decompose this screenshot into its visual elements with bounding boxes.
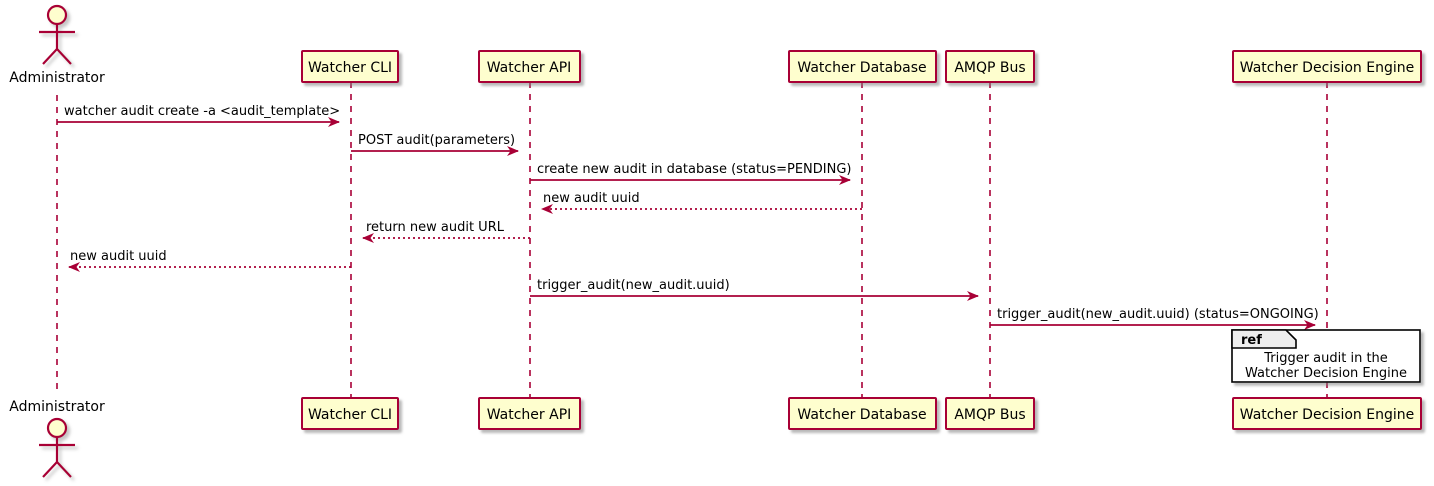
message-label-1: watcher audit create -a <audit_template>	[64, 104, 340, 119]
participant-box-watcher-cli-top	[301, 50, 399, 83]
participant-label-watcher-cli-bottom: Watcher CLI	[308, 407, 392, 423]
participant-watcher-cli-bottom[interactable]: Watcher CLI	[301, 397, 399, 430]
participant-box-watcher-database-top	[788, 50, 937, 83]
participant-label-watcher-cli-top: Watcher CLI	[308, 60, 392, 76]
actor-administrator-bottom[interactable]: Administrator	[9, 399, 105, 478]
message-label-3: create new audit in database (status=PEN…	[537, 162, 852, 177]
ref-fragment-tag-label: ref	[1241, 333, 1262, 348]
participant-box-watcher-decision-engine-top	[1232, 50, 1422, 83]
participant-label-amqp-bus-top: AMQP Bus	[954, 60, 1025, 76]
ref-fragment[interactable]: ref Trigger audit in the Watcher Decisio…	[1231, 329, 1421, 383]
participant-watcher-cli-top[interactable]: Watcher CLI	[301, 50, 399, 83]
participant-watcher-decision-engine-top[interactable]: Watcher Decision Engine	[1232, 50, 1422, 83]
participant-label-watcher-database-bottom: Watcher Database	[797, 407, 926, 423]
participant-watcher-api-bottom[interactable]: Watcher API	[478, 397, 581, 430]
message-5[interactable]: return new audit URL	[362, 220, 530, 243]
message-1[interactable]: watcher audit create -a <audit_template>	[57, 104, 340, 127]
message-6[interactable]: new audit uuid	[68, 249, 351, 272]
participant-box-watcher-decision-engine-bottom	[1232, 397, 1422, 430]
participant-box-watcher-api-bottom	[478, 397, 581, 430]
message-label-7: trigger_audit(new_audit.uuid)	[537, 278, 730, 293]
message-8[interactable]: trigger_audit(new_audit.uuid) (status=ON…	[990, 307, 1319, 330]
participant-box-amqp-bus-top	[945, 50, 1035, 83]
participant-box-watcher-database-bottom	[788, 397, 937, 430]
participant-box-amqp-bus-bottom	[945, 397, 1035, 430]
ref-fragment-line-2: Watcher Decision Engine	[1245, 366, 1407, 381]
participant-label-watcher-decision-engine-bottom: Watcher Decision Engine	[1240, 407, 1414, 423]
participant-label-watcher-api-bottom: Watcher API	[487, 407, 572, 423]
participant-watcher-decision-engine-bottom[interactable]: Watcher Decision Engine	[1232, 397, 1422, 430]
actor-stick-figure-icon-bottom	[39, 417, 75, 478]
participant-label-watcher-database-top: Watcher Database	[797, 60, 926, 76]
ref-fragment-tag-shape	[1231, 329, 1297, 349]
participant-box-watcher-api-top	[478, 50, 581, 83]
message-label-5: return new audit URL	[366, 220, 505, 235]
message-label-8: trigger_audit(new_audit.uuid) (status=ON…	[997, 307, 1319, 322]
message-7[interactable]: trigger_audit(new_audit.uuid)	[530, 278, 979, 301]
message-label-2: POST audit(parameters)	[358, 133, 515, 148]
participant-label-amqp-bus-bottom: AMQP Bus	[954, 407, 1025, 423]
participant-label-watcher-decision-engine-top: Watcher Decision Engine	[1240, 60, 1414, 76]
participant-watcher-database-bottom[interactable]: Watcher Database	[788, 397, 937, 430]
ref-fragment-line-1: Trigger audit in the	[1263, 351, 1388, 366]
actor-label-administrator-bottom: Administrator	[9, 399, 105, 415]
message-label-4: new audit uuid	[543, 191, 640, 206]
actor-stick-figure-icon	[39, 4, 75, 65]
lifelines-group	[56, 82, 1328, 398]
participant-box-watcher-cli-bottom	[301, 397, 399, 430]
participant-amqp-bus-top[interactable]: AMQP Bus	[945, 50, 1035, 83]
participant-amqp-bus-bottom[interactable]: AMQP Bus	[945, 397, 1035, 430]
actor-administrator-top[interactable]: Administrator	[9, 4, 105, 86]
participant-watcher-api-top[interactable]: Watcher API	[478, 50, 581, 83]
participant-watcher-database-top[interactable]: Watcher Database	[788, 50, 937, 83]
message-2[interactable]: POST audit(parameters)	[351, 133, 519, 156]
message-3[interactable]: create new audit in database (status=PEN…	[530, 162, 852, 185]
actor-label-administrator-top: Administrator	[9, 70, 105, 86]
message-label-6: new audit uuid	[70, 249, 167, 264]
message-4[interactable]: new audit uuid	[541, 191, 862, 214]
participant-label-watcher-api-top: Watcher API	[487, 60, 572, 76]
